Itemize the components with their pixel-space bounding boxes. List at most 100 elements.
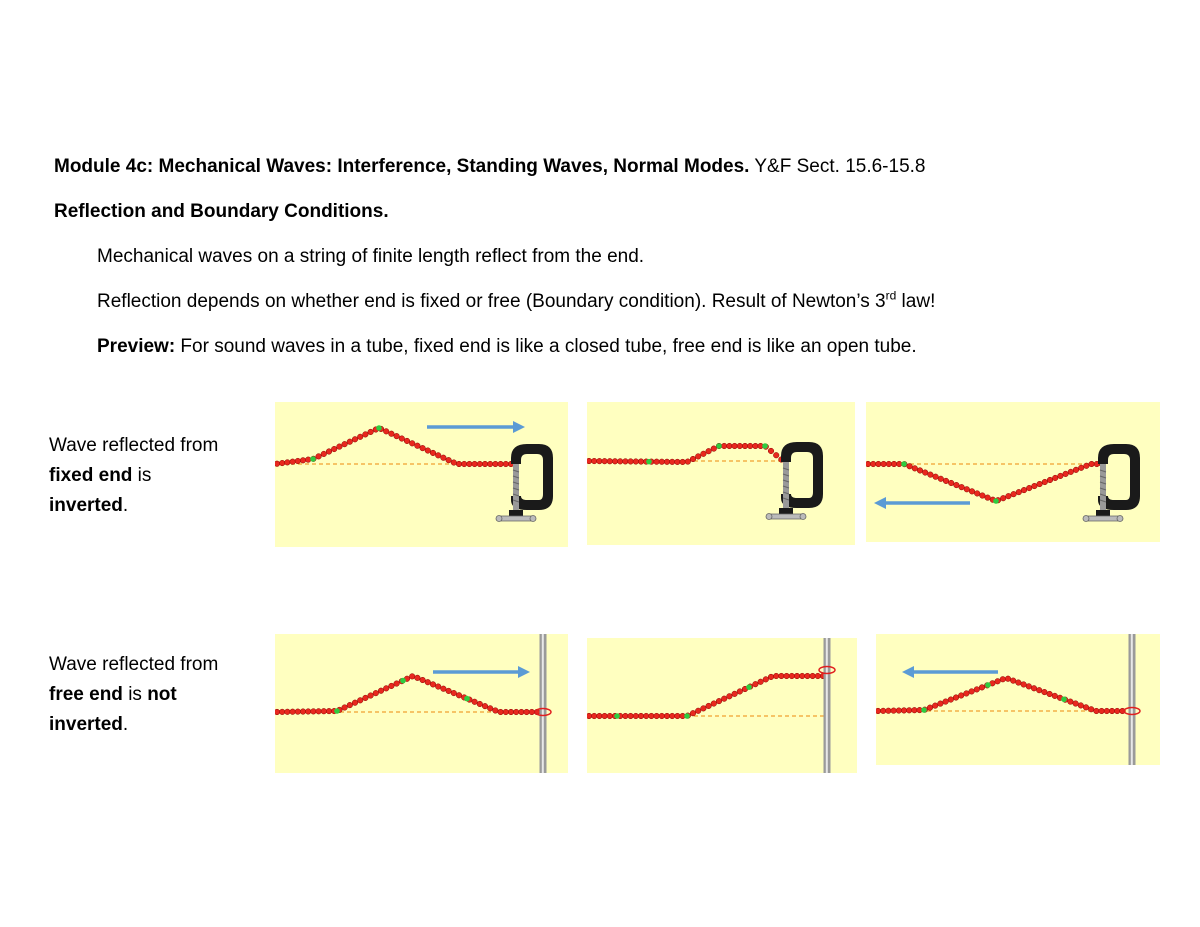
- vertical-rod: [539, 634, 547, 773]
- bead: [963, 486, 970, 493]
- bead: [799, 672, 806, 680]
- bead: [325, 708, 333, 715]
- bead: [289, 708, 296, 715]
- bead: [1072, 466, 1080, 473]
- bead: [937, 475, 944, 482]
- bead: [289, 458, 296, 465]
- bead: [911, 707, 918, 714]
- bead: [320, 708, 327, 715]
- bead: [435, 452, 442, 459]
- bead: [507, 708, 515, 716]
- bead: [346, 438, 353, 445]
- bead: [669, 712, 676, 720]
- bead: [958, 692, 965, 699]
- bead: [916, 467, 924, 474]
- bead: [611, 458, 619, 465]
- bead: [1088, 460, 1095, 468]
- bead: [1015, 679, 1022, 686]
- bead: [674, 458, 681, 465]
- bead: [1015, 489, 1022, 496]
- bead: [284, 708, 291, 715]
- marker-bead: [746, 684, 752, 690]
- marker-bead: [684, 713, 690, 719]
- fixed-label-period: .: [122, 495, 129, 516]
- bead: [393, 433, 400, 440]
- bead: [721, 695, 728, 702]
- bead: [445, 687, 452, 694]
- bead: [341, 704, 348, 711]
- fixed-label-line-2: fixed end is: [49, 461, 218, 491]
- fixed-end-label: Wave reflected from fixed end is inverte…: [49, 431, 218, 521]
- bead: [279, 460, 286, 467]
- bead: [1041, 478, 1048, 486]
- arrow-right-icon: [433, 666, 530, 678]
- bead: [1020, 487, 1028, 494]
- bead: [911, 465, 918, 472]
- bead: [367, 428, 374, 435]
- bead: [900, 707, 908, 714]
- arrow-right-icon: [427, 421, 525, 433]
- bead: [606, 458, 613, 465]
- bead: [351, 436, 359, 443]
- fixed-label-line-3: inverted.: [49, 491, 218, 521]
- bead: [978, 684, 986, 691]
- sliding-ring-icon: [534, 707, 552, 717]
- module-title-ref: Y&F Sect. 15.6-15.8: [749, 156, 926, 177]
- bead: [492, 707, 499, 714]
- bead: [1020, 681, 1027, 688]
- bead: [999, 676, 1006, 683]
- bead: [429, 681, 437, 688]
- bead: [523, 708, 530, 716]
- bead: [1078, 464, 1085, 471]
- bead: [466, 460, 473, 468]
- bead: [429, 449, 437, 456]
- bead: [932, 702, 939, 709]
- vertical-rod: [823, 638, 831, 773]
- bead-string: [275, 673, 541, 716]
- marker-bead: [400, 677, 406, 684]
- bead: [1026, 485, 1033, 492]
- not-inverted-bold: inverted: [49, 714, 123, 735]
- marker-bead: [901, 461, 907, 467]
- bead: [958, 484, 965, 491]
- bead: [974, 490, 981, 497]
- fixed-label-line-1: Wave reflected from: [49, 435, 219, 456]
- bead: [922, 469, 929, 476]
- bead: [689, 455, 697, 463]
- bead: [435, 683, 442, 690]
- c-clamp-icon: [495, 444, 553, 522]
- bead: [700, 705, 707, 712]
- sliding-ring-icon: [1123, 706, 1141, 716]
- bead: [895, 707, 902, 714]
- bead: [299, 708, 307, 715]
- bead: [1030, 685, 1038, 692]
- bead: [736, 688, 743, 695]
- bead: [518, 708, 525, 716]
- bead: [362, 431, 369, 438]
- bead: [305, 456, 312, 463]
- bead: [424, 679, 431, 686]
- bead: [1067, 468, 1074, 475]
- bead: [906, 707, 913, 714]
- bead: [736, 442, 743, 450]
- bead: [695, 453, 702, 460]
- bead: [773, 452, 780, 459]
- bead: [875, 460, 882, 468]
- bead: [1083, 462, 1090, 469]
- bead: [315, 708, 322, 715]
- bead: [778, 672, 785, 680]
- bead: [885, 707, 892, 714]
- bead: [890, 707, 897, 714]
- bead: [788, 672, 795, 680]
- marker-bead: [716, 443, 722, 449]
- bead: [1046, 690, 1053, 698]
- bead: [870, 460, 877, 468]
- free-end-label: Wave reflected from free end is not inve…: [49, 650, 218, 740]
- bead: [705, 702, 712, 710]
- bead: [632, 458, 639, 465]
- bead: [653, 712, 660, 720]
- bead: [419, 445, 426, 452]
- bead: [1082, 704, 1090, 711]
- bead: [1057, 472, 1064, 479]
- bead: [346, 702, 353, 709]
